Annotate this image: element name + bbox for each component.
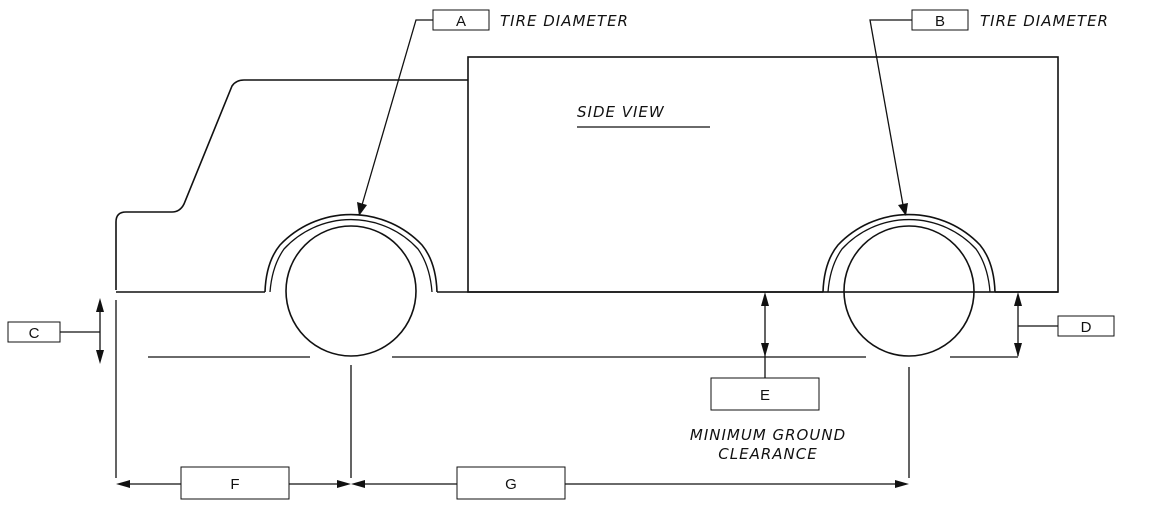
label-box-e [710, 377, 820, 411]
label-d: D [1081, 319, 1092, 336]
label-g: G [505, 476, 517, 493]
label-box-f [180, 466, 290, 500]
side-view-title: SIDE VIEW [577, 103, 665, 121]
dimension-c-arrow-top [96, 298, 104, 312]
label-e: E [760, 387, 770, 404]
rear-wheel-arch-inner [827, 219, 991, 293]
front-tire-leader-arrowhead [357, 202, 367, 216]
dimension-g-arrow-left [351, 480, 365, 488]
dimension-e-arrow-bottom [761, 343, 769, 357]
dimension-g-arrow-right [895, 480, 909, 488]
rear-tire [843, 225, 975, 357]
label-box-g [456, 466, 566, 500]
label-b: B [935, 13, 945, 30]
label-f: F [230, 476, 239, 493]
cargo-box-outline [467, 56, 1059, 293]
dimension-c-arrow-bottom [96, 350, 104, 364]
rear-tire-leader-arrowhead [898, 203, 908, 216]
rear-tire-leader-line [869, 19, 912, 206]
front-wheel-arch [264, 213, 438, 293]
dimension-f-arrow-right [337, 480, 351, 488]
ground-clearance-callout-line1: MINIMUM GROUND [690, 426, 846, 444]
front-tire [285, 225, 417, 357]
rear-tire-diameter-callout: TIRE DIAMETER [980, 12, 1109, 30]
dimension-d-arrow-bottom [1014, 343, 1022, 357]
front-wheel-arch-inner [269, 219, 433, 293]
label-c: C [29, 325, 40, 342]
front-tire-leader-line [361, 19, 433, 206]
front-tire-diameter-callout: TIRE DIAMETER [500, 12, 629, 30]
cab-outline [115, 79, 468, 290]
rear-wheel-arch [822, 213, 996, 293]
ground-clearance-callout-line2: CLEARANCE [718, 445, 817, 463]
dimension-e-arrow-top [761, 292, 769, 306]
dimension-f-arrow-left [116, 480, 130, 488]
label-a: A [456, 13, 466, 30]
dimension-d-arrow-top [1014, 292, 1022, 306]
